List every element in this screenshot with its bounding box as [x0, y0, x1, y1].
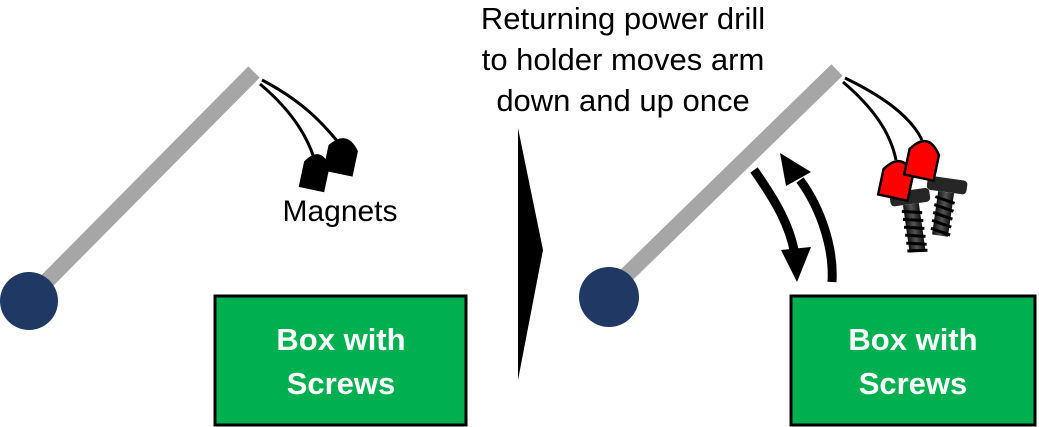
left-panel: Magnets Box with Screws	[0, 66, 468, 427]
left-box-line-2: Screws	[287, 366, 396, 401]
magnet-icon	[902, 140, 941, 183]
caption-line-3: down and up once	[496, 83, 749, 118]
caption-line-2: to holder moves arm	[482, 42, 765, 77]
left-box	[213, 294, 468, 427]
left-arm	[22, 66, 260, 306]
left-pivot	[0, 272, 58, 330]
caption: Returning power drill to holder moves ar…	[481, 1, 765, 118]
right-pivot	[579, 267, 639, 327]
right-magnet-wire-1	[844, 76, 924, 141]
caption-line-1: Returning power drill	[481, 1, 765, 36]
right-magnet-wire-2	[842, 80, 898, 161]
right-panel: Box with Screws	[579, 64, 1037, 427]
magnet-icon	[323, 138, 358, 177]
right-arm	[602, 64, 843, 299]
magnets-label: Magnets	[282, 195, 397, 228]
triangle-right-icon	[518, 128, 543, 380]
right-box-line-2: Screws	[859, 366, 968, 401]
right-box-line-1: Box with	[848, 322, 977, 357]
screw-icon	[926, 175, 968, 237]
down-up-arrows-icon	[750, 153, 837, 283]
left-box-line-1: Box with	[276, 322, 405, 357]
magnet-icon	[298, 154, 330, 193]
left-magnet-wire-2	[259, 82, 316, 159]
right-box	[789, 294, 1037, 427]
left-magnet-wire-1	[261, 78, 340, 143]
